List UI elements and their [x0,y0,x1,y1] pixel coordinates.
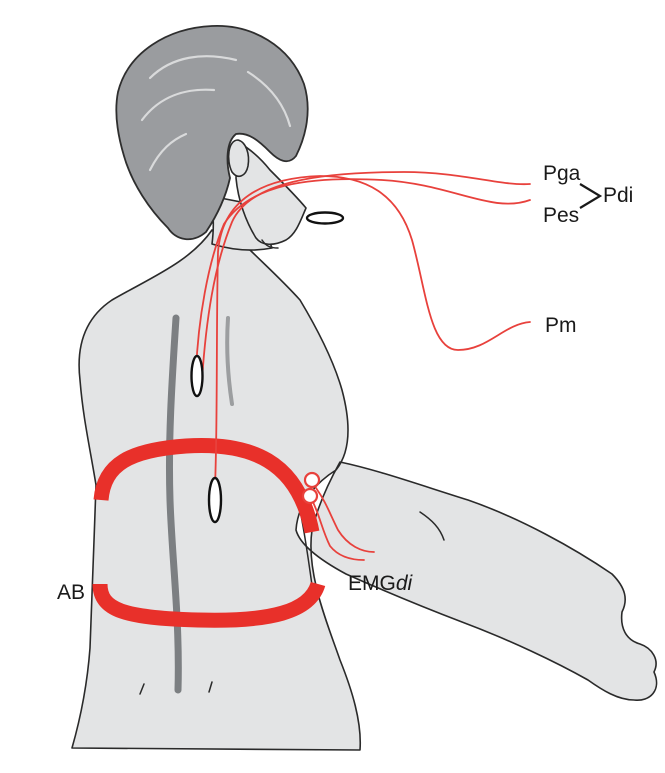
emgdi-label-suffix: di [396,572,414,595]
esophageal-balloon [209,478,221,522]
pm-label: Pm [545,314,577,337]
mouth-pressure-port [307,213,343,224]
ab-label: AB [57,581,85,604]
pga-label: Pga [543,162,581,185]
emgdi-label: EMGdi [348,572,414,595]
ear [229,140,249,176]
human-figure [72,26,657,750]
gastric-balloon [192,356,203,396]
emg-electrode-1 [305,473,319,487]
pdi-label: Pdi [603,184,633,207]
emg-electrode-2 [303,489,317,503]
pes-label: Pes [543,204,579,227]
torso-silhouette [72,230,657,750]
pdi-bracket [580,184,600,208]
emgdi-label-prefix: EMG [348,572,396,595]
